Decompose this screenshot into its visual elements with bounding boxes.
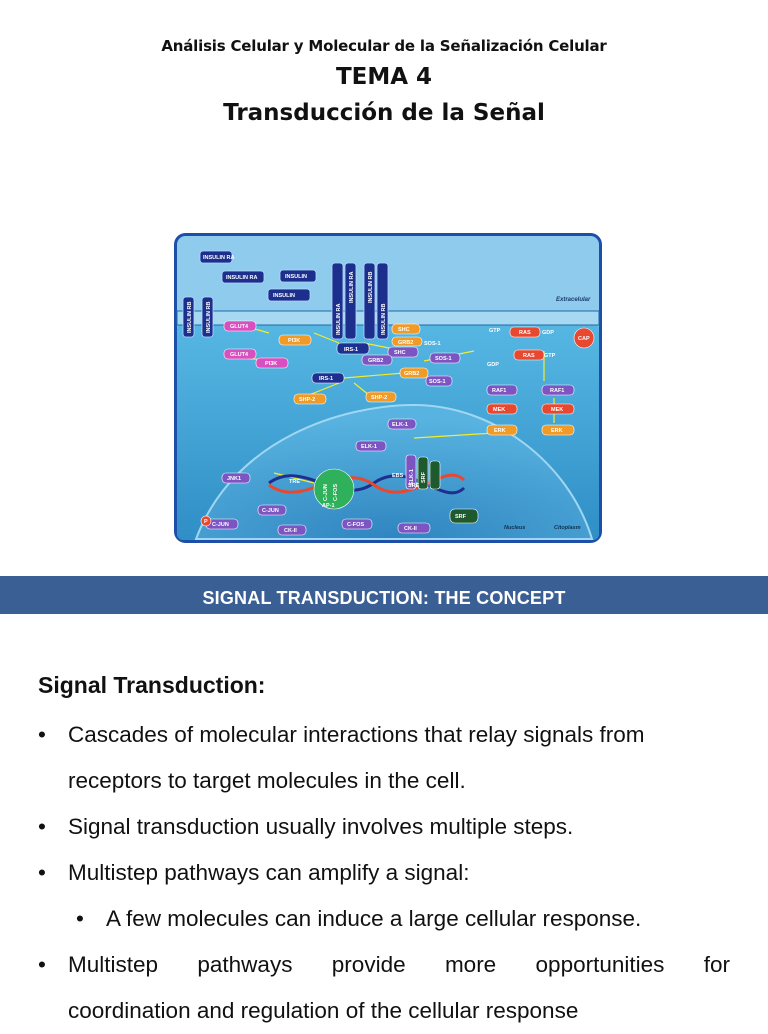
label-insulin-2: INSULIN [273, 293, 295, 299]
label-insulin-ra-1: INSULIN RA [203, 255, 235, 261]
label-irs1-1: IRS-1 [344, 347, 358, 353]
label-ckii-1: CK-II [284, 528, 297, 534]
label-p: P [204, 519, 208, 525]
bullet-4-word: pathways [197, 952, 293, 977]
label-cjun-3: C-JUN [212, 522, 229, 528]
label-mek-2: MEK [551, 407, 563, 413]
bullet-4-word: for [703, 952, 730, 977]
topic-number: TEMA 4 [335, 64, 433, 90]
bullet-2-text: Signal transduction usually involves mul… [68, 814, 574, 839]
label-sos1-3: SOS-1 [429, 379, 446, 385]
bullet-4-word: Multistep [68, 952, 159, 977]
label-shp2-1: SHP-2 [299, 397, 315, 403]
label-erk-1: ERK [494, 428, 506, 434]
bullet-marker: • [38, 860, 46, 885]
label-mek-1: MEK [493, 407, 505, 413]
label-gtp-2: GTP [544, 353, 556, 359]
label-nucleus: Nucleus [504, 525, 525, 531]
bullet-1-line-2: receptors to target molecules in the cel… [68, 768, 466, 793]
insulin-receptors [182, 250, 389, 340]
label-shc-1: SHC [398, 327, 410, 333]
dna-helix [268, 473, 466, 495]
bullet-marker: • [38, 722, 46, 747]
label-grb2-2: GRB2 [368, 358, 383, 364]
course-title: Análisis Celular y Molecular de la Señal… [161, 37, 607, 55]
sub-bullet-1-text: A few molecules can induce a large cellu… [106, 906, 642, 931]
label-raf1-2: RAF1 [550, 388, 564, 394]
label-cjun-1: C-JUN [323, 484, 329, 501]
label-ap1: AP-1 [322, 503, 335, 509]
label-cytoplasm: Citoplasm [554, 525, 581, 531]
label-ras-2: RAS [523, 353, 535, 359]
label-cfos-1: C-FOS [333, 484, 339, 501]
label-ras-1: RAS [519, 330, 531, 336]
bullet-4-line-2: coordination and regulation of the cellu… [68, 998, 579, 1023]
label-rb-2: INSULIN RB [206, 302, 212, 334]
label-gdp-1: GDP [542, 330, 554, 336]
insulin-signaling-diagram: INSULIN RA INSULIN RA INSULIN INSULIN IN… [174, 233, 602, 543]
bullet-marker: • [38, 814, 46, 839]
label-cjun-2: C-JUN [262, 508, 279, 514]
nucleus-proteins [200, 440, 479, 536]
label-elk1-3: ELK-1 [409, 469, 415, 485]
label-srf-1: SRF [421, 471, 427, 483]
label-glut4-2: GLUT4 [230, 352, 249, 358]
topic-subtitle: Transducción de la Señal [223, 100, 545, 126]
label-elk1-2: ELK-1 [361, 444, 377, 450]
label-pi3k-1: PI3K [288, 338, 300, 344]
label-rb-4: INSULIN RA [349, 272, 355, 304]
bullet-4-word: more [444, 952, 497, 977]
label-erk-2: ERK [551, 428, 563, 434]
cytoplasm-proteins [223, 320, 595, 436]
label-gdp-2: GDP [487, 362, 499, 368]
section-banner: SIGNAL TRANSDUCTION: THE CONCEPT [0, 576, 768, 614]
label-rb-1: INSULIN RB [187, 302, 193, 334]
bullet-4-word: opportunities [535, 952, 665, 977]
label-jnk1: JNK1 [227, 476, 241, 482]
label-cfos-2: C-FOS [347, 522, 364, 528]
label-elk1-1: ELK-1 [392, 422, 408, 428]
label-cap: CAP [578, 336, 590, 342]
bullet-marker: • [38, 952, 46, 977]
label-ckii-2: CK-II [404, 526, 417, 532]
label-rb-6: INSULIN RB [381, 304, 387, 336]
label-sos1-1: SOS-1 [424, 341, 441, 347]
label-tre: TRE [289, 479, 300, 485]
label-grb2-3: GRB2 [404, 371, 419, 377]
label-irs1-2: IRS-1 [319, 376, 333, 382]
banner-title: SIGNAL TRANSDUCTION: THE CONCEPT [202, 588, 566, 608]
nucleus [194, 403, 594, 540]
label-shc-2: SHC [394, 350, 406, 356]
label-ebs: EBS [392, 473, 404, 479]
label-pi3k-2: PI3K [265, 361, 277, 367]
bullet-4-word: provide [331, 952, 406, 977]
bullet-marker: • [76, 906, 84, 931]
label-glut4-1: GLUT4 [230, 324, 249, 330]
label-sos1-2: SOS-1 [435, 356, 452, 362]
bullet-3-text: Multistep pathways can amplify a signal: [68, 860, 470, 885]
label-rb-3: INSULIN RA [336, 304, 342, 336]
label-rb-5: INSULIN RB [368, 272, 374, 304]
label-raf1-1: RAF1 [492, 388, 506, 394]
label-insulin-ra-2: INSULIN RA [226, 275, 258, 281]
label-extracellular: Extracelular [556, 297, 591, 303]
label-grb2-1: GRB2 [398, 340, 413, 346]
bullet-4-line-1: Multistep pathways provide more opportun… [68, 942, 730, 988]
label-insulin-1: INSULIN [285, 274, 307, 280]
label-srf-2: SRF [455, 514, 467, 520]
label-gtp-1: GTP [489, 328, 501, 334]
label-sre: SRE [408, 483, 420, 489]
section-heading: Signal Transduction: [38, 672, 266, 698]
bullet-1-line-1: Cascades of molecular interactions that … [68, 722, 645, 747]
label-shp2-2: SHP-2 [371, 395, 387, 401]
